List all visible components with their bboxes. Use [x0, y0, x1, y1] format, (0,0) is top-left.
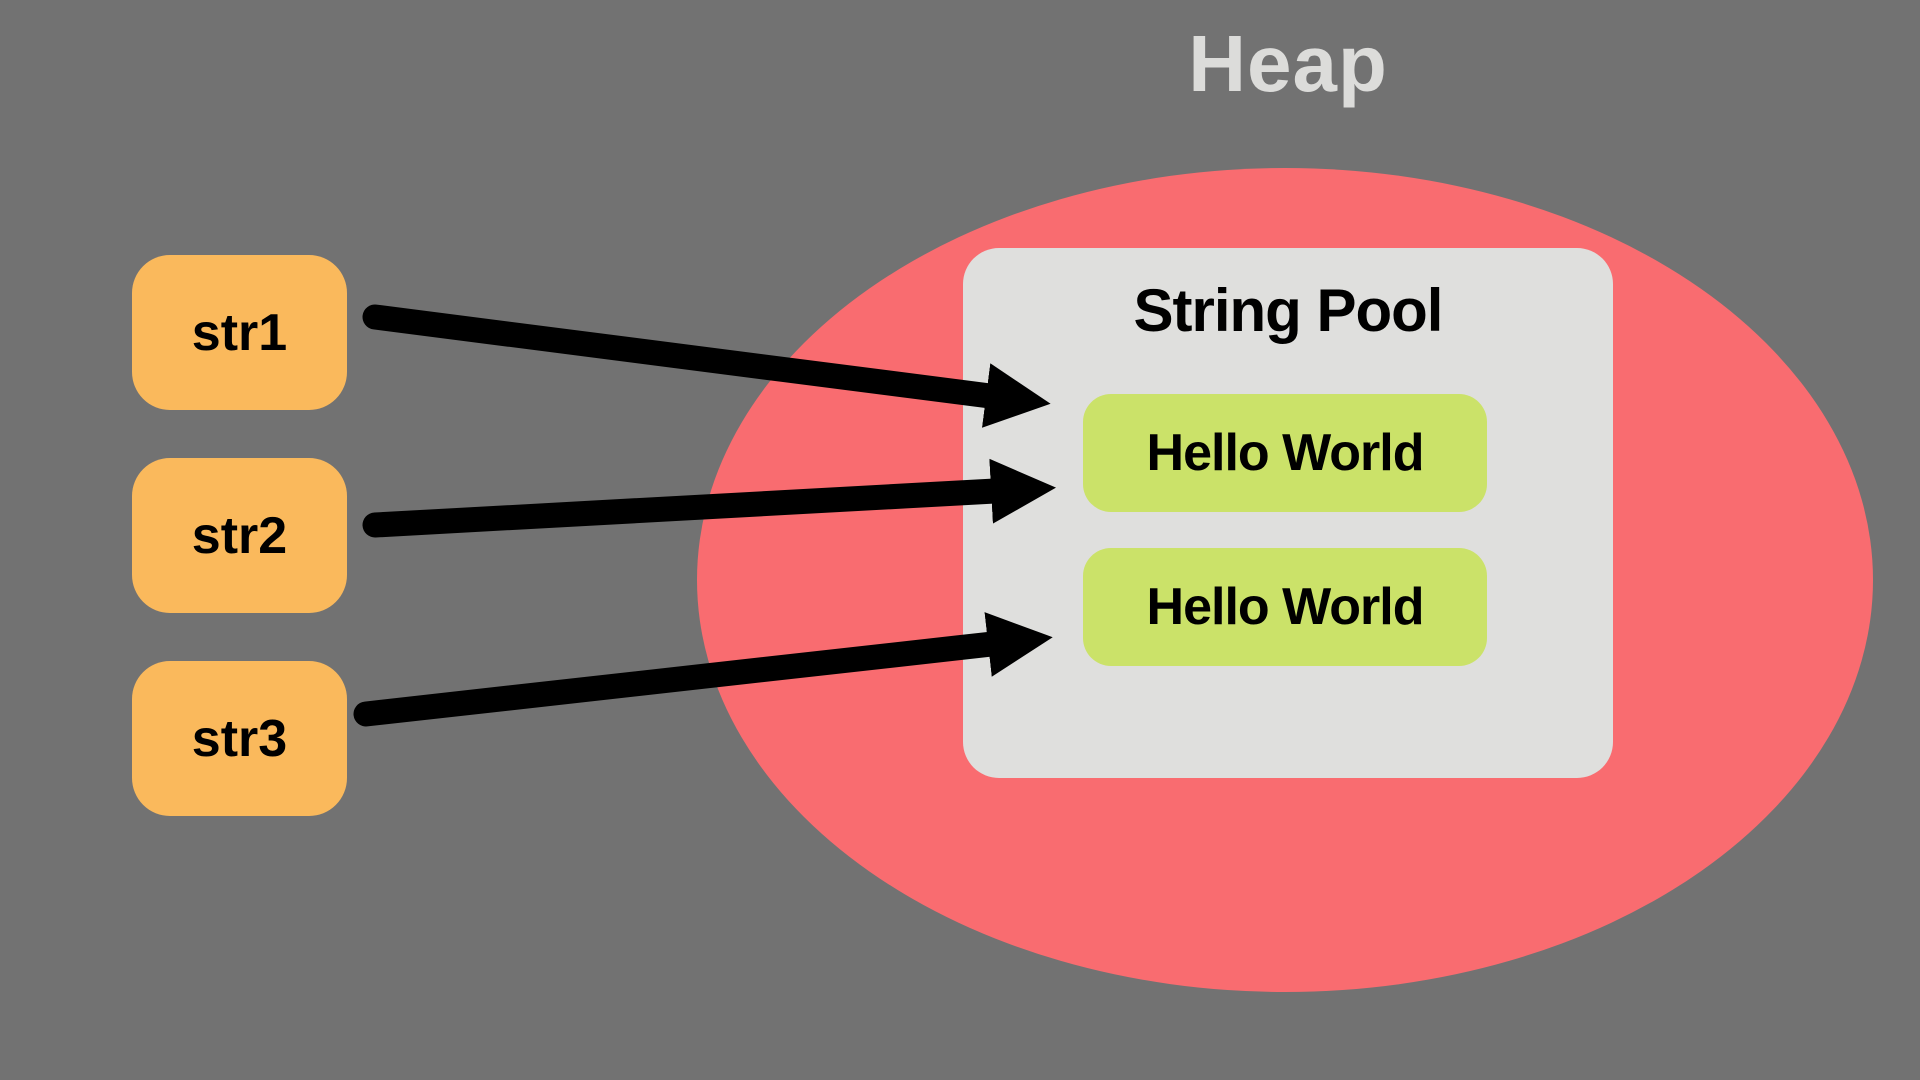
variable-str1-label: str1: [191, 303, 288, 362]
variable-str3: str3: [132, 661, 347, 816]
pool-string-2: Hello World: [1083, 548, 1487, 666]
heap-title: Heap: [1188, 19, 1388, 108]
string-pool-box: String Pool Hello World Hello World: [963, 248, 1613, 778]
variable-str2: str2: [132, 458, 347, 613]
pool-string-1: Hello World: [1083, 394, 1487, 512]
variable-str2-label: str2: [191, 506, 288, 565]
pool-string-1-label: Hello World: [1146, 424, 1425, 482]
variable-str3-label: str3: [191, 709, 288, 768]
pool-string-2-label: Hello World: [1146, 578, 1425, 636]
variable-str1: str1: [132, 255, 347, 410]
string-pool-title: String Pool: [1133, 277, 1444, 344]
